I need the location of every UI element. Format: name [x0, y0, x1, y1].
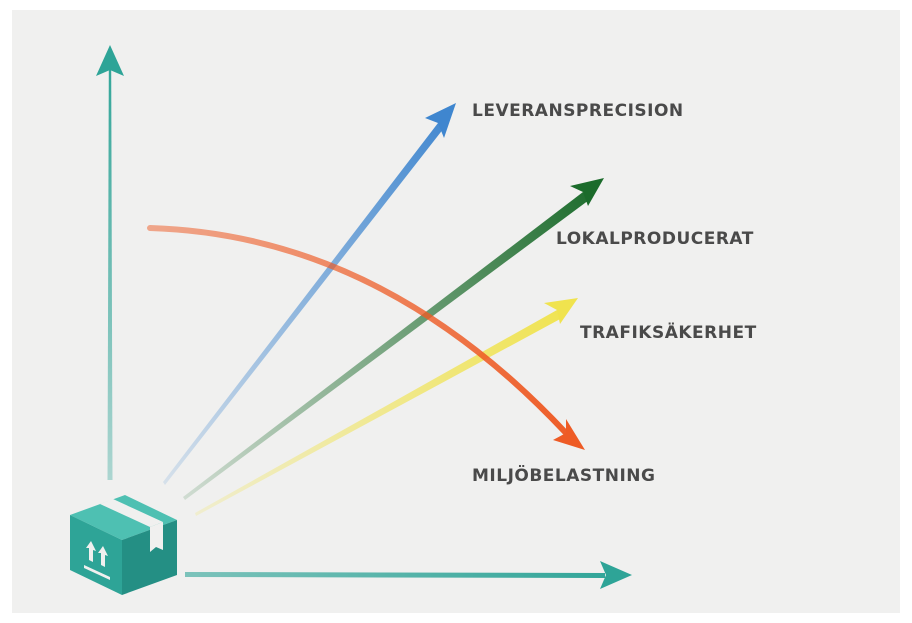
trafiksakerhet-arrow [195, 298, 578, 516]
horizontal-axis-arrow [185, 561, 632, 589]
label-leveransprecision: LEVERANSPRECISION [472, 101, 684, 121]
label-trafiksakerhet: TRAFIKSÄKERHET [580, 323, 757, 343]
miljobelastning-arrow [147, 225, 585, 450]
package-box-icon [70, 495, 177, 595]
lokalproducerat-arrow [183, 178, 604, 500]
vertical-axis-arrow [96, 45, 124, 480]
label-lokalproducerat: LOKALPRODUCERAT [556, 229, 754, 249]
leveransprecision-arrow [163, 103, 456, 485]
label-miljobelastning: MILJÖBELASTNING [472, 466, 656, 486]
